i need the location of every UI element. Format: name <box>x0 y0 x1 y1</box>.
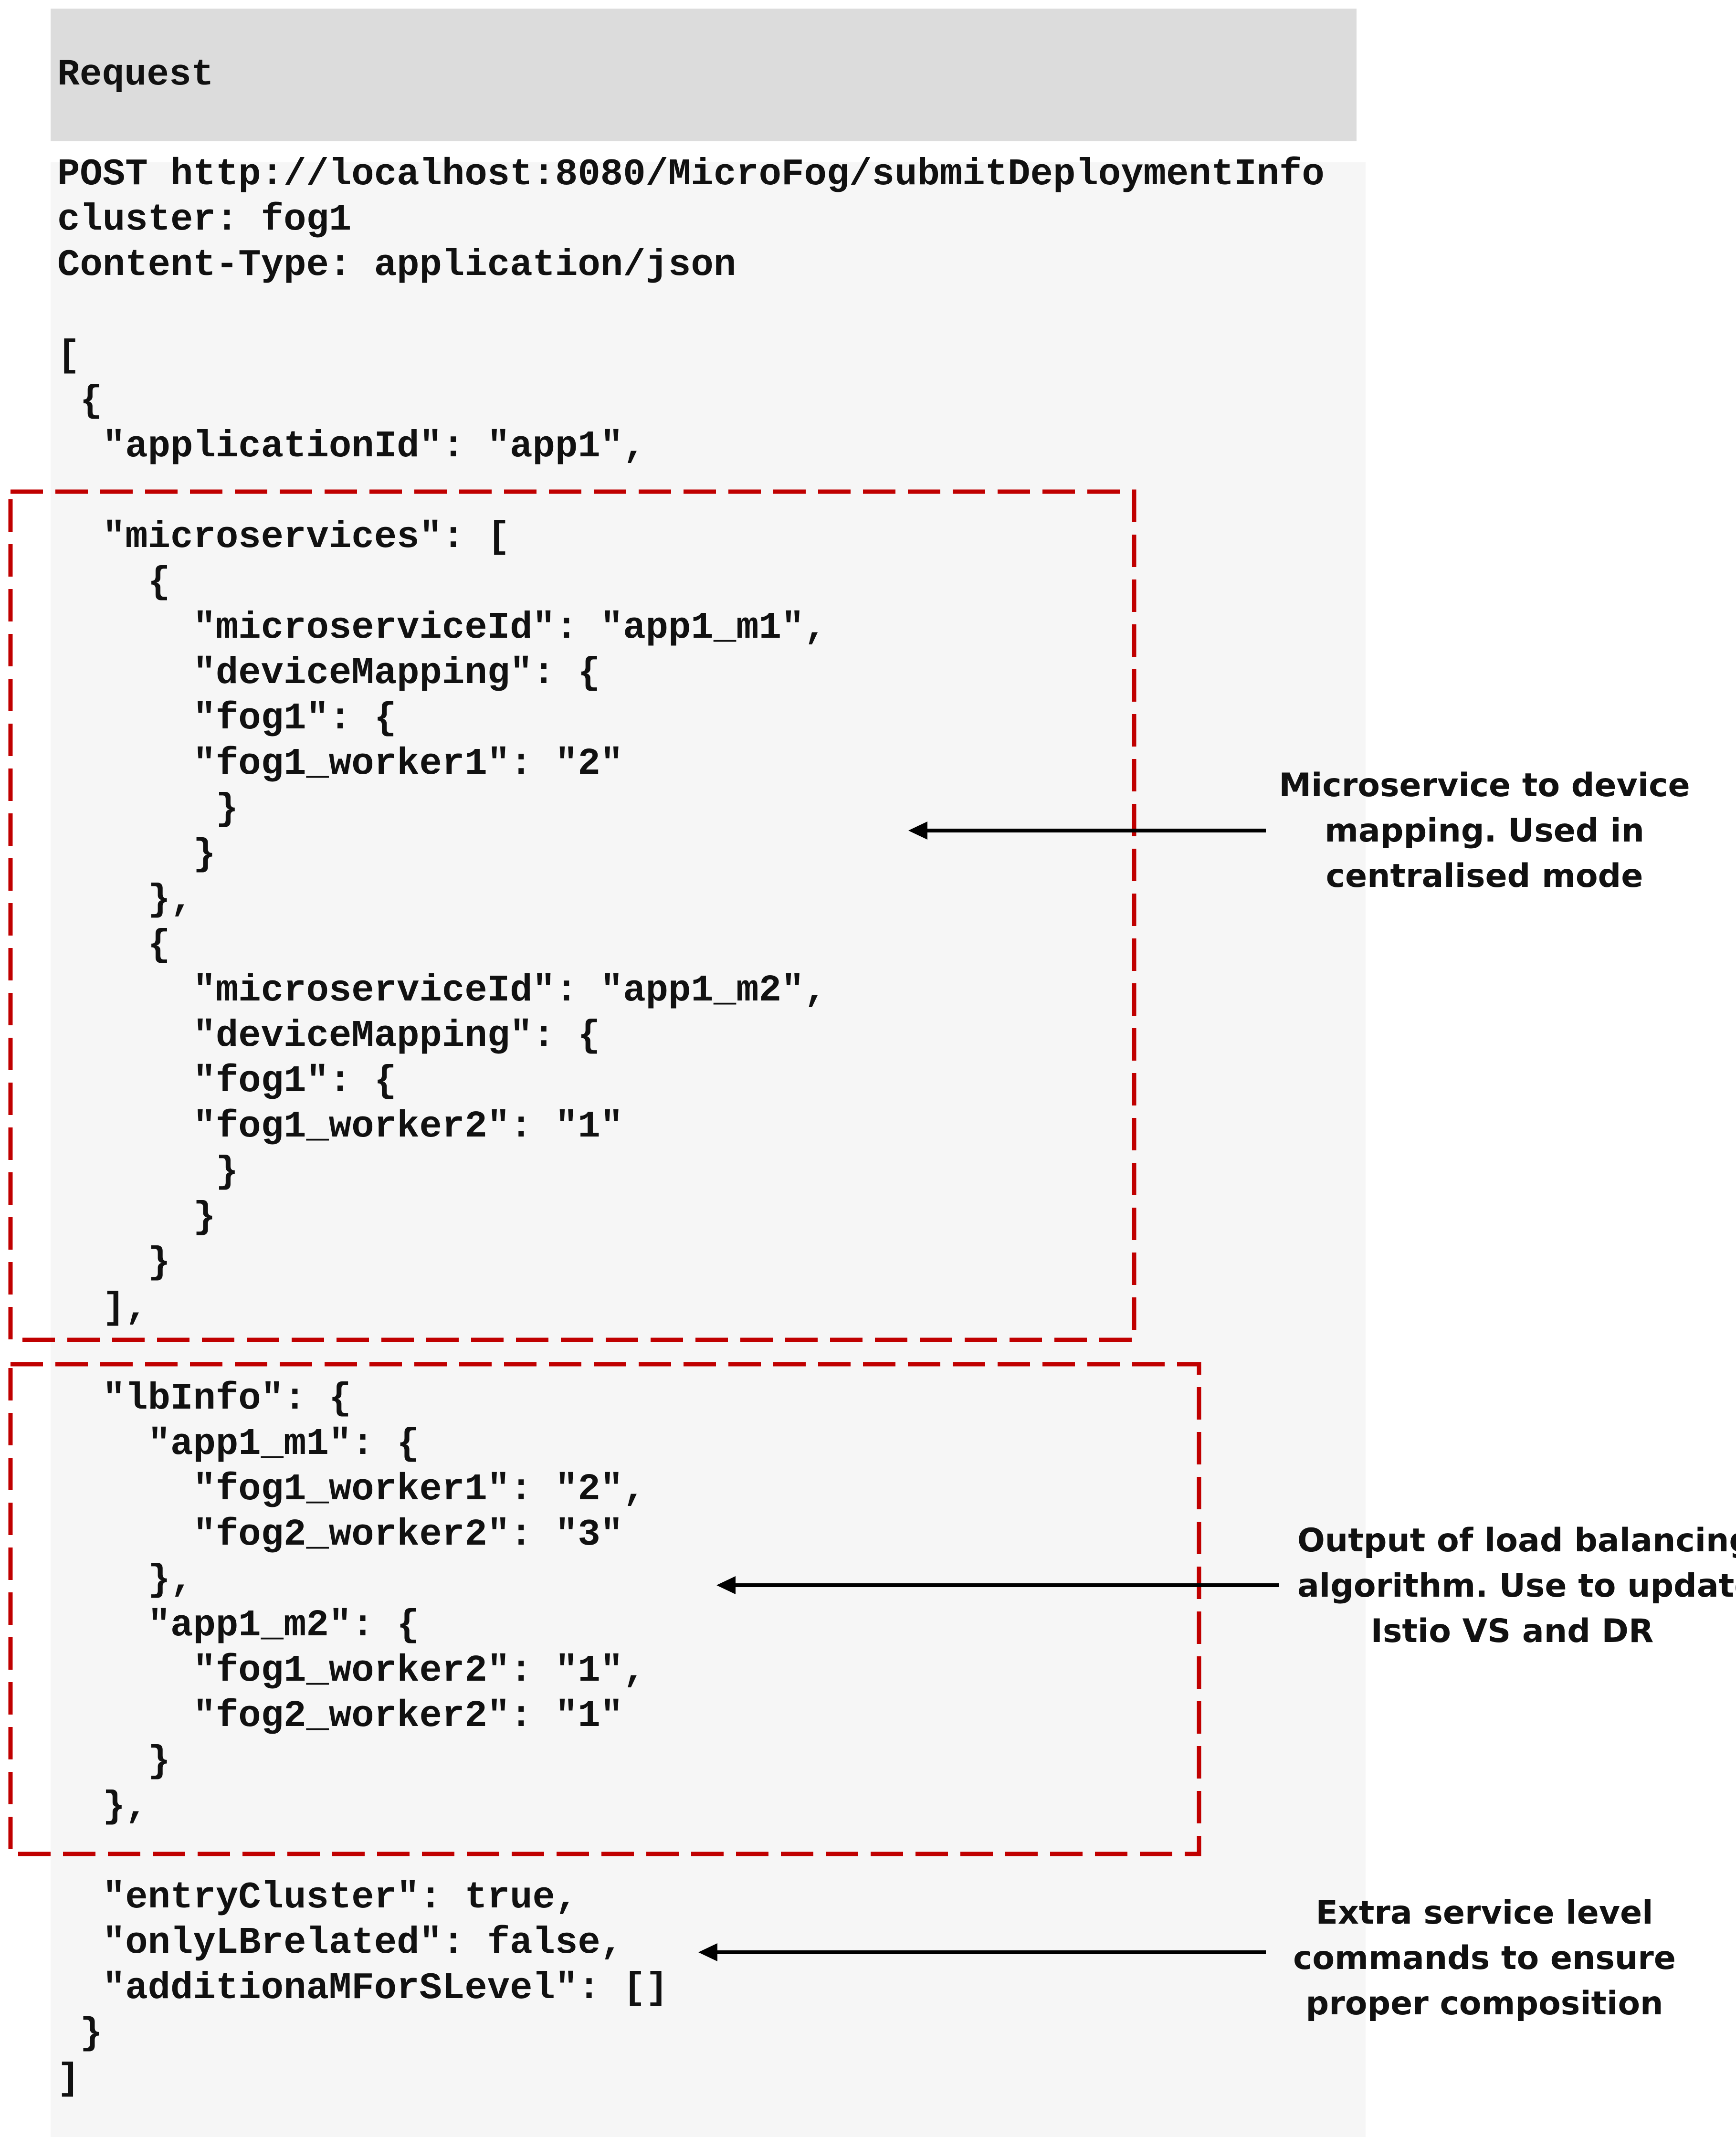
note-line: Microservice to device <box>1279 767 1690 804</box>
code-line: cluster: fog1 <box>57 198 352 241</box>
code-line: }, <box>57 1785 148 1828</box>
note-line: centralised mode <box>1326 857 1643 895</box>
code-line: "lbInfo": { <box>57 1377 352 1420</box>
code-line: POST http://localhost:8080/MicroFog/subm… <box>57 153 1325 196</box>
code-line: } <box>57 2012 103 2055</box>
code-line: { <box>57 379 103 422</box>
code-line: } <box>57 833 216 876</box>
note-line: commands to ensure <box>1293 1939 1676 1977</box>
code-line: "microserviceId": "app1_m1", <box>57 606 827 649</box>
code-line: "fog1_worker2": "1" <box>57 1105 623 1148</box>
code-line: "deviceMapping": { <box>57 652 600 695</box>
code-line: "fog1_worker2": "1", <box>57 1649 646 1692</box>
code-line: "fog1_worker1": "2", <box>57 1468 646 1511</box>
microservice-mapping-note: Microservice to device mapping. Used in … <box>1270 763 1699 899</box>
note-line: Extra service level <box>1315 1894 1653 1932</box>
code-line: } <box>57 788 239 831</box>
code-line: "fog1": { <box>57 1060 397 1103</box>
extra-commands-arrow <box>698 1943 1266 1961</box>
note-line: proper composition <box>1305 1985 1663 2022</box>
extra-service-level-note: Extra service level commands to ensure p… <box>1270 1890 1699 2026</box>
code-line: } <box>57 1150 239 1193</box>
note-line: mapping. Used in <box>1325 812 1644 850</box>
microservices-arrow <box>908 821 1266 840</box>
code-line: "app1_m2": { <box>57 1604 420 1647</box>
note-line: Istio VS and DR <box>1370 1612 1654 1650</box>
code-line: "additionaMForSLevel": [] <box>57 1967 669 2010</box>
request-header: Request <box>51 9 1357 141</box>
code-line: "applicationId": "app1", <box>57 425 646 468</box>
load-balancing-note: Output of load balancing algorithm. Use … <box>1297 1518 1736 1654</box>
code-line: ] <box>57 2057 80 2100</box>
code-line: "deviceMapping": { <box>57 1014 600 1057</box>
code-line: } <box>57 1241 171 1284</box>
code-line: "fog2_worker2": "3" <box>57 1513 623 1556</box>
code-line: "microservices": [ <box>57 516 510 558</box>
code-line: { <box>57 924 171 967</box>
code-line: } <box>57 1196 216 1239</box>
code-line: } <box>57 1740 171 1783</box>
code-line: "app1_m1": { <box>57 1422 420 1465</box>
lbinfo-highlight-box <box>8 1362 1201 1856</box>
code-line: ], <box>57 1286 148 1329</box>
code-line: "microserviceId": "app1_m2", <box>57 969 827 1012</box>
code-line: [ <box>57 334 80 377</box>
code-line: }, <box>57 878 193 921</box>
code-line: Content-Type: application/json <box>57 243 736 286</box>
code-line: { <box>57 561 171 604</box>
request-title: Request <box>57 54 214 96</box>
code-line: "fog1": { <box>57 697 397 740</box>
code-line: "entryCluster": true, <box>57 1876 578 1919</box>
note-line: Output of load balancing <box>1297 1522 1736 1559</box>
note-line: algorithm. Use to update <box>1297 1567 1736 1605</box>
code-line: "fog1_worker1": "2" <box>57 742 623 785</box>
code-line: "fog2_worker2": "1" <box>57 1695 623 1737</box>
code-line: }, <box>57 1558 193 1601</box>
lbinfo-arrow <box>716 1576 1279 1594</box>
microservices-highlight-box <box>8 489 1136 1342</box>
code-line: "onlyLBrelated": false, <box>57 1921 623 1964</box>
